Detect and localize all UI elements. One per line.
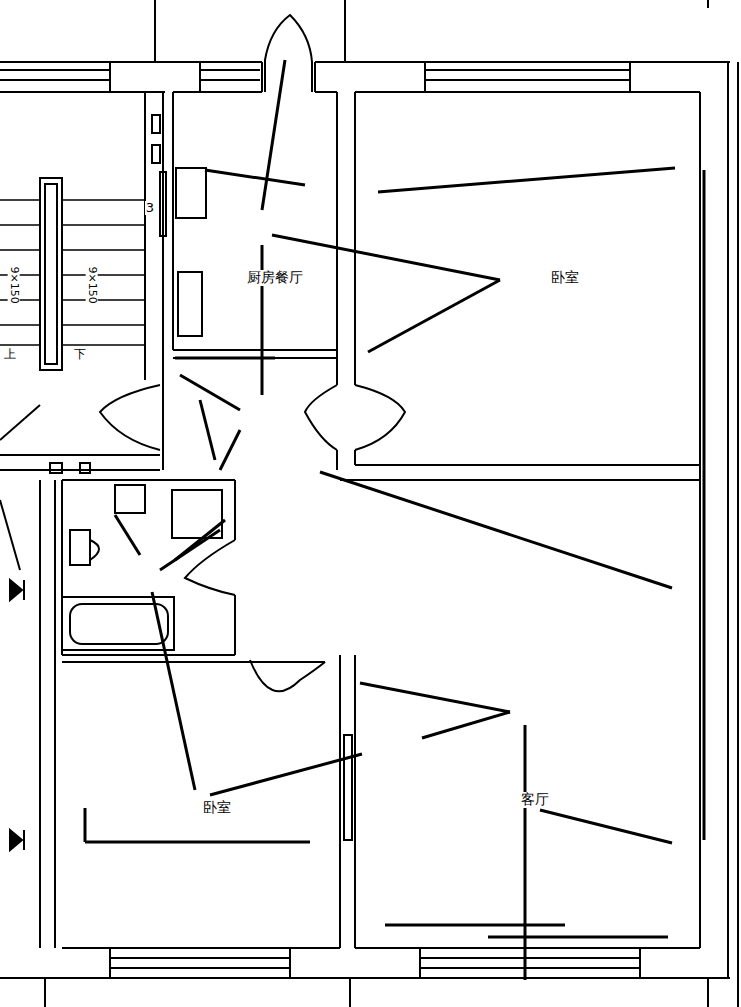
stair-number: 3	[145, 201, 155, 215]
stair-dimension: 9×150	[86, 265, 98, 304]
room-label: 卧室	[202, 800, 232, 815]
stair-direction: 下	[73, 348, 87, 361]
room-label: 厨房餐厅	[246, 270, 304, 285]
stair-dimension: 9×150	[8, 265, 20, 304]
room-label: 客厅	[520, 792, 550, 807]
stair-direction: 上	[3, 348, 17, 361]
room-label: 卧室	[550, 270, 580, 285]
